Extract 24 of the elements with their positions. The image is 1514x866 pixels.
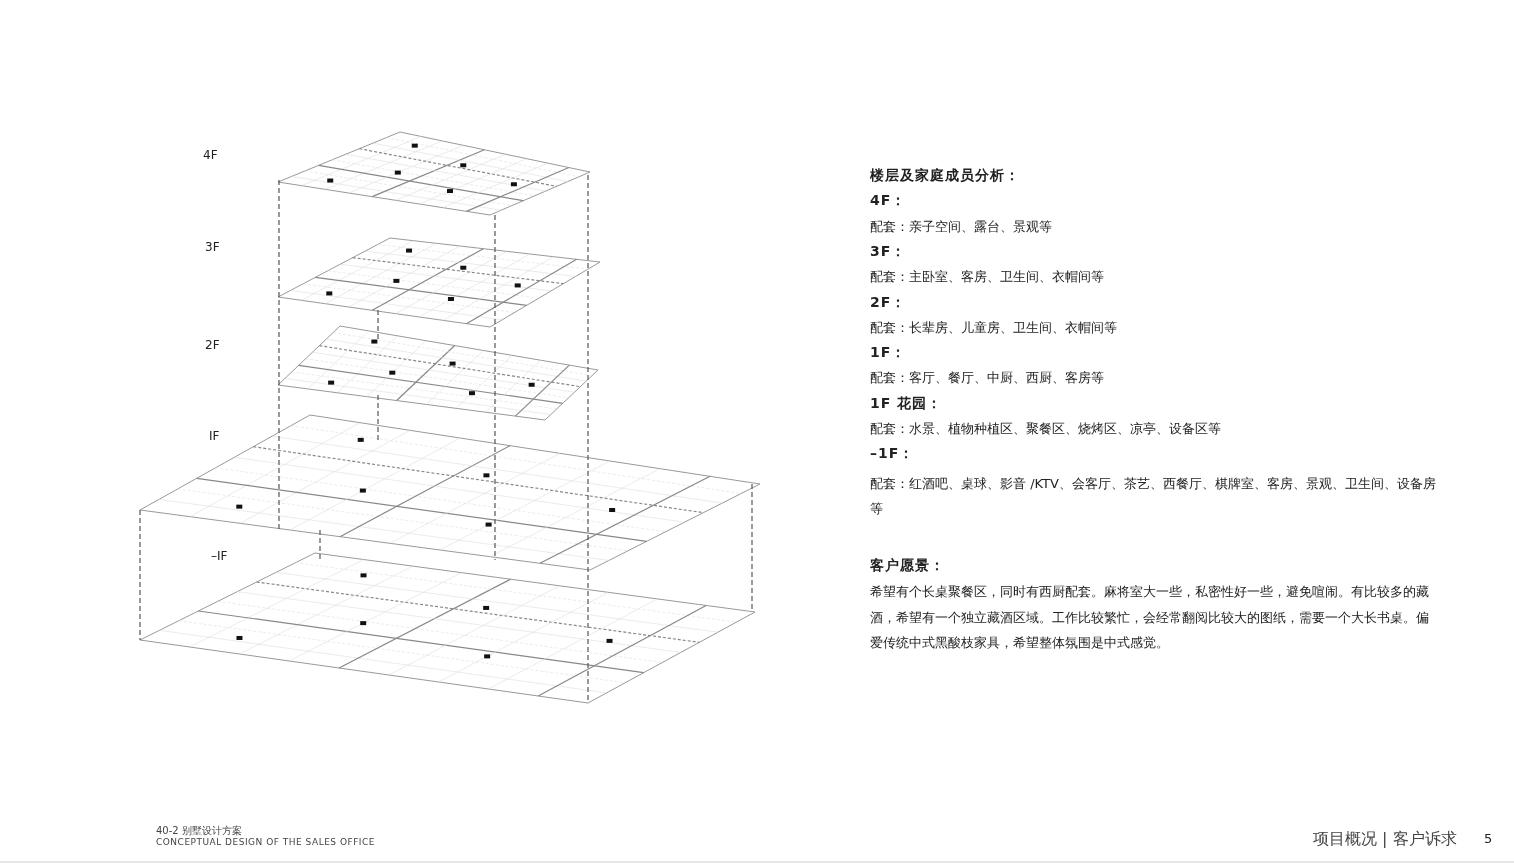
floor-label: IF [209,429,220,443]
client-wish-paragraph: 希望有个长桌聚餐区，同时有西厨配套。麻将室大一些，私密性好一些，避免喧闹。有比较多的藏酒，希望有一个独立藏酒区域。工作比较繁忙，会经常翻阅比较大的图纸，需要一个大长书桌。偏爱传统中式黑酸枝家具，希望整体氛围是中式感觉。 [870,583,1430,652]
amenity-list: 配套：水景、植物种植区、聚餐区、烧烤区、凉亭、设备区等 [870,420,1221,438]
section-heading: –1F： [870,445,915,464]
amenity-list: 配套：红酒吧、桌球、影音 /KTV、会客厅、茶艺、西餐厅、棋牌室、客房、景观、卫生间、设备房等 [870,470,1440,521]
amenity-list: 配套：客厅、餐厅、中厨、西厨、客房等 [870,369,1104,388]
section-heading: 4F： [870,192,907,211]
section-heading: 楼层及家庭成员分析： [870,167,1020,185]
amenity-list: 配套：主卧室、客房、卫生间、衣帽间等 [870,268,1104,287]
section-nav: 项目概况 | 客户诉求 [1313,829,1457,850]
floor-label: 4F [203,148,218,162]
amenity-list: 配套：长辈房、儿童房、卫生间、衣帽间等 [870,318,1117,337]
floor-label: –IF [211,549,228,563]
project-subtitle: CONCEPTUAL DESIGN OF THE SALES OFFICE [156,837,375,847]
section-heading: 1F： [870,344,907,363]
page-number: 5 [1484,831,1493,846]
section-heading: 1F 花园： [870,394,943,413]
section-heading: 2F： [870,293,907,312]
project-title: 40-2 别墅设计方案 [156,824,242,838]
section-heading: 3F： [870,242,907,261]
floor-label: 3F [205,240,220,254]
floor-label: 2F [205,338,220,352]
amenity-list: 配套：亲子空间、露台、景观等 [870,217,1052,236]
section-heading: 客户愿景： [870,557,945,575]
